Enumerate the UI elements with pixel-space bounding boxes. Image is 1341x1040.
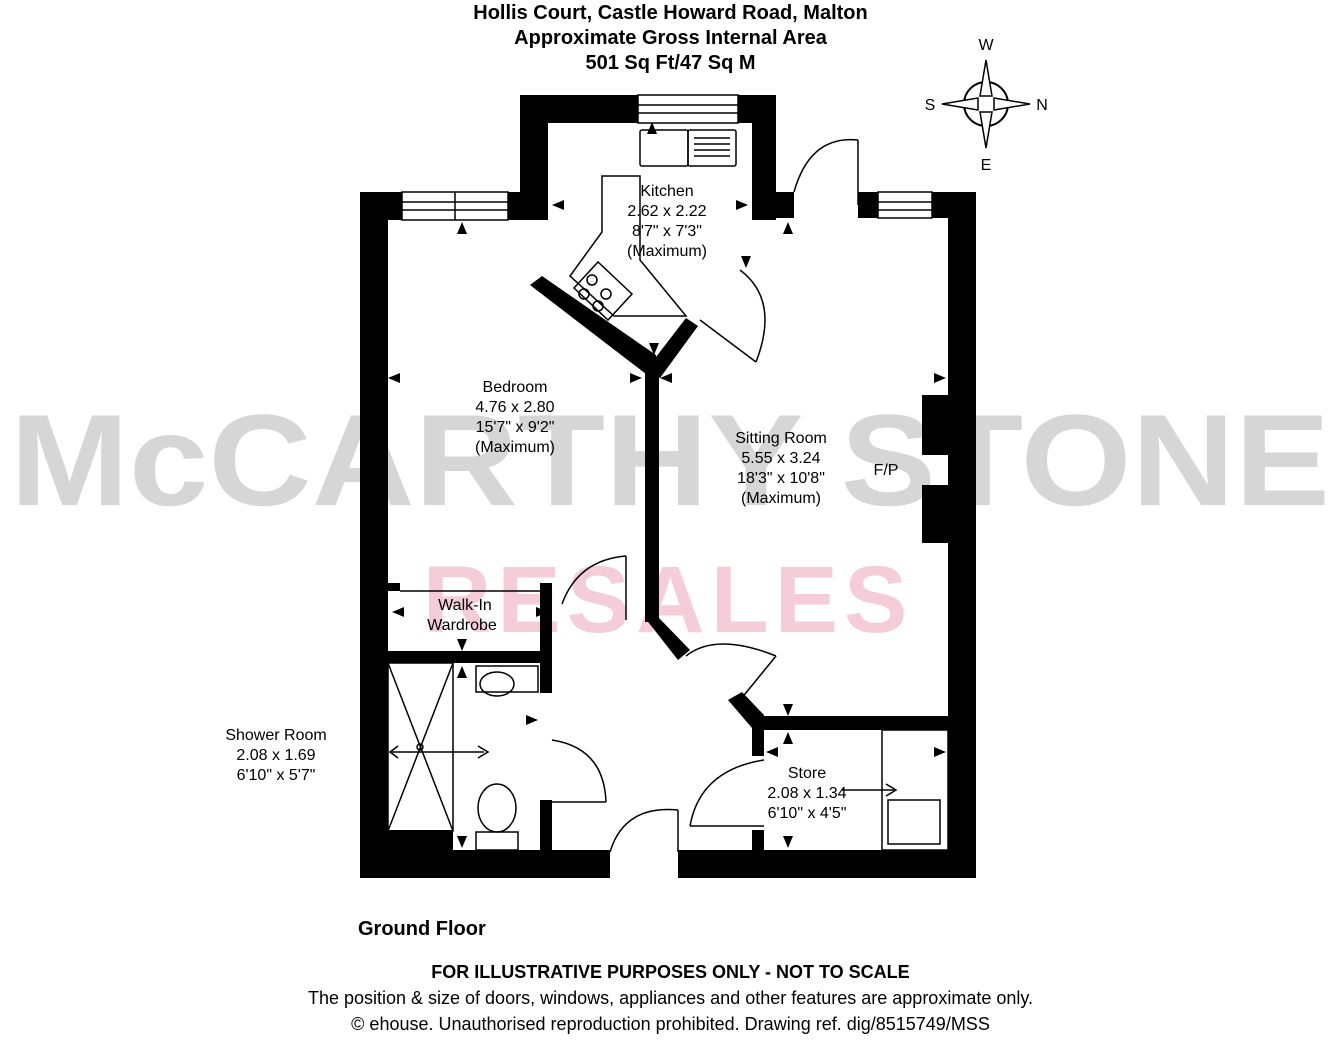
- compass-east: E: [981, 157, 992, 174]
- floor-label: Ground Floor: [358, 918, 486, 940]
- plan-title: Hollis Court, Castle Howard Road, Malton: [473, 2, 868, 24]
- kitchen-imperial: 8'7" x 7'3": [632, 223, 702, 240]
- store-name: Store: [788, 765, 826, 782]
- shower-room-name: Shower Room: [225, 727, 326, 744]
- wardrobe-label-1: Walk-In: [438, 597, 492, 614]
- store-imperial: 6'10" x 4'5": [768, 805, 847, 822]
- compass-south: S: [925, 97, 936, 114]
- kitchen-note: (Maximum): [627, 243, 707, 260]
- sitting-room-name: Sitting Room: [735, 430, 827, 447]
- walls: [360, 95, 976, 878]
- compass-icon: W E S N: [925, 37, 1048, 174]
- disclaimer: FOR ILLUSTRATIVE PURPOSES ONLY - NOT TO …: [431, 962, 910, 982]
- compass-west: W: [978, 37, 994, 54]
- windows: [401, 94, 933, 221]
- doors: [551, 138, 859, 853]
- copyright: © ehouse. Unauthorised reproduction proh…: [351, 1014, 990, 1034]
- bedroom-note: (Maximum): [475, 439, 555, 456]
- fixtures: [387, 129, 949, 851]
- store-metric: 2.08 x 1.34: [767, 785, 846, 802]
- area-value: 501 Sq Ft/47 Sq M: [585, 52, 756, 74]
- shower-room-metric: 2.08 x 1.69: [236, 747, 315, 764]
- kitchen-metric: 2.62 x 2.22: [627, 203, 706, 220]
- features-note: The position & size of doors, windows, a…: [307, 988, 1034, 1008]
- bedroom-name: Bedroom: [483, 379, 548, 396]
- dimension-markers: [388, 122, 946, 848]
- kitchen-name: Kitchen: [640, 183, 693, 200]
- sitting-room-imperial: 18'3" x 10'8": [737, 470, 825, 487]
- bedroom-metric: 4.76 x 2.80: [475, 399, 554, 416]
- bedroom-imperial: 15'7" x 9'2": [476, 419, 555, 436]
- wardrobe-label-2: Wardrobe: [427, 617, 497, 634]
- shower-room-imperial: 6'10" x 5'7": [237, 767, 316, 784]
- watermark-text: McCARTHY STONE: [10, 387, 1330, 533]
- fireplace-label: F/P: [874, 462, 899, 479]
- area-heading: Approximate Gross Internal Area: [514, 27, 827, 49]
- sitting-room-note: (Maximum): [741, 490, 821, 507]
- sitting-room-metric: 5.55 x 3.24: [741, 450, 820, 467]
- compass-north: N: [1036, 97, 1048, 114]
